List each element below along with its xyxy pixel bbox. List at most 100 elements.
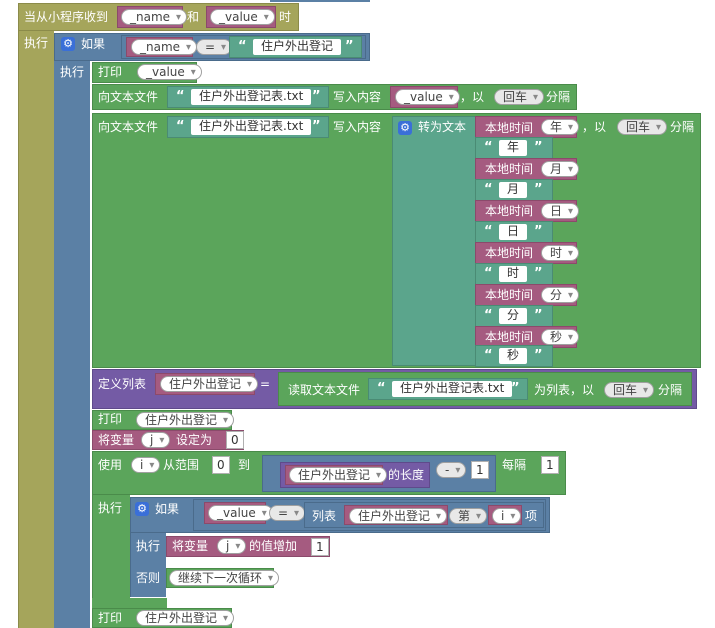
readfile-file-value[interactable]: 住户外出登记表.txt bbox=[392, 381, 513, 397]
if1-gear-icon[interactable]: ⚙ bbox=[61, 37, 75, 51]
print2-var-dropdown[interactable]: 住户外出登记 bbox=[136, 412, 235, 428]
write1-with-label: ，以 bbox=[460, 90, 485, 104]
if2-addop-label: 的值增加 bbox=[249, 539, 298, 553]
if2-add-block[interactable] bbox=[166, 536, 330, 557]
write2-file-literal: “住户外出登记表.txt” bbox=[167, 116, 329, 138]
if2-listname-dropdown[interactable]: 住户外出登记 bbox=[349, 508, 448, 524]
write2-end-label: 分隔 bbox=[670, 120, 695, 134]
write1-end-label: 分隔 bbox=[546, 90, 571, 104]
time-minute-unit-dropdown[interactable]: 分 bbox=[541, 287, 580, 303]
if2-gear-icon[interactable]: ⚙ bbox=[135, 502, 149, 516]
time-day-label: 本地时间 bbox=[485, 204, 534, 218]
if2-do-label: 执行 bbox=[136, 539, 161, 553]
setvar-label: 将变量 bbox=[98, 433, 135, 447]
write2-with-label: ，以 bbox=[582, 120, 607, 134]
setvar-set-label: 设定为 bbox=[176, 433, 213, 447]
print3-var-dropdown[interactable]: 住户外出登记 bbox=[136, 610, 235, 626]
loop-minus-dropdown[interactable]: - bbox=[436, 462, 467, 478]
if1-do-label: 执行 bbox=[60, 65, 85, 79]
time-year-text-value[interactable]: 年 bbox=[499, 140, 528, 156]
event-body-column bbox=[18, 31, 54, 628]
totext-label: 转为文本 bbox=[418, 120, 467, 134]
setvar-var-dropdown[interactable]: j bbox=[141, 432, 171, 448]
write2-sep-dropdown[interactable]: 回车 bbox=[617, 119, 668, 135]
readfile-aslist-label: 为列表，以 bbox=[534, 383, 595, 397]
if1-text-value[interactable]: 住户外出登记 bbox=[253, 39, 342, 55]
loop-to-label: 到 bbox=[238, 458, 251, 472]
if2-if-label: 如果 bbox=[155, 502, 180, 516]
if2-nth-dropdown[interactable]: 第 bbox=[449, 508, 488, 524]
time-month-unit-dropdown[interactable]: 月 bbox=[541, 161, 580, 177]
if1-var-dropdown[interactable]: _name bbox=[131, 39, 198, 55]
if1-op-dropdown[interactable]: = bbox=[196, 39, 233, 55]
if2-else-label: 否则 bbox=[136, 571, 161, 585]
time-second-text-value[interactable]: 秒 bbox=[499, 348, 528, 364]
loop-step-field[interactable]: 1 bbox=[541, 456, 559, 474]
loop-start-field[interactable]: 0 bbox=[212, 456, 230, 474]
time-second-label: 本地时间 bbox=[485, 330, 534, 344]
readfile-end-label: 分隔 bbox=[658, 383, 683, 397]
event-arg1-dropdown[interactable]: _name bbox=[121, 9, 188, 25]
if2-list-label: 列表 bbox=[312, 509, 337, 523]
time-year-unit-dropdown[interactable]: 年 bbox=[541, 119, 580, 135]
write1-label: 向文本文件 bbox=[98, 90, 159, 104]
write1-content-label: 写入内容 bbox=[333, 90, 382, 104]
loop-every-label: 每隔 bbox=[502, 458, 527, 472]
write1-sep-dropdown[interactable]: 回车 bbox=[494, 89, 545, 105]
time-month-label: 本地时间 bbox=[485, 162, 534, 176]
loop-use-label: 使用 bbox=[98, 458, 123, 472]
time-minute-text-value[interactable]: 分 bbox=[499, 308, 528, 324]
event-prefix: 当从小程序收到 bbox=[24, 10, 109, 24]
write2-content-label: 写入内容 bbox=[333, 120, 382, 134]
write1-file-value[interactable]: 住户外出登记表.txt bbox=[191, 89, 312, 105]
if2-addval-field[interactable]: 1 bbox=[311, 538, 329, 556]
if2-var-dropdown[interactable]: _value bbox=[208, 505, 273, 521]
deflist-name-dropdown[interactable]: 住户外出登记 bbox=[160, 376, 259, 392]
time-year-text-literal: “年” bbox=[475, 137, 553, 159]
event-arg2-dropdown[interactable]: _value bbox=[210, 9, 275, 25]
if2-continue-dropdown[interactable]: 继续下一次循环 bbox=[169, 570, 280, 586]
loop-one-field[interactable]: 1 bbox=[471, 461, 489, 479]
if1-if-label: 如果 bbox=[81, 37, 106, 51]
time-second-unit-dropdown[interactable]: 秒 bbox=[541, 329, 580, 345]
if2-addvar-dropdown[interactable]: j bbox=[217, 538, 247, 554]
time-hour-unit-dropdown[interactable]: 时 bbox=[541, 245, 580, 261]
deflist-label: 定义列表 bbox=[98, 377, 147, 391]
event-do-label: 执行 bbox=[24, 36, 49, 50]
if1-body-column bbox=[54, 61, 90, 628]
loop-var-dropdown[interactable]: i bbox=[131, 457, 161, 473]
write1-var-dropdown[interactable]: _value bbox=[395, 89, 460, 105]
time-second-text-literal: “秒” bbox=[475, 345, 553, 367]
time-day-unit-dropdown[interactable]: 日 bbox=[541, 203, 580, 219]
time-hour-text-value[interactable]: 时 bbox=[499, 266, 528, 282]
time-minute-label: 本地时间 bbox=[485, 288, 534, 302]
time-month-text-value[interactable]: 月 bbox=[499, 182, 528, 198]
event-and: 和 bbox=[187, 10, 200, 24]
if2-add-label: 将变量 bbox=[172, 539, 209, 553]
setvar-value-field[interactable]: 0 bbox=[226, 431, 244, 449]
time-hour-text-literal: “时” bbox=[475, 263, 553, 285]
write2-label: 向文本文件 bbox=[98, 120, 159, 134]
totext-gear-icon[interactable]: ⚙ bbox=[398, 121, 412, 135]
loop-list-dropdown[interactable]: 住户外出登记 bbox=[289, 467, 388, 483]
time-year-label: 本地时间 bbox=[485, 121, 534, 135]
time-hour-label: 本地时间 bbox=[485, 246, 534, 260]
if2-item-label: 项 bbox=[525, 509, 538, 523]
totext-block[interactable] bbox=[392, 116, 478, 366]
time-day-text-literal: “日” bbox=[475, 221, 553, 243]
event-suffix: 时 bbox=[279, 10, 292, 24]
readfile-file-literal: “住户外出登记表.txt” bbox=[368, 378, 528, 400]
print1-label: 打印 bbox=[98, 65, 123, 79]
loop-do-label: 执行 bbox=[98, 501, 123, 515]
print1-var-dropdown[interactable]: _value bbox=[137, 64, 202, 80]
readfile-label: 读取文本文件 bbox=[288, 383, 361, 397]
connector-stub bbox=[270, 0, 370, 2]
time-month-text-literal: “月” bbox=[475, 179, 553, 201]
time-day-text-value[interactable]: 日 bbox=[499, 224, 528, 240]
loop-length-label: 的长度 bbox=[388, 468, 425, 482]
readfile-sep-dropdown[interactable]: 回车 bbox=[604, 382, 655, 398]
write2-file-value[interactable]: 住户外出登记表.txt bbox=[191, 119, 312, 135]
if2-op-dropdown[interactable]: = bbox=[269, 505, 306, 521]
if2-body-column bbox=[130, 533, 166, 597]
if2-idx-dropdown[interactable]: i bbox=[492, 508, 522, 524]
